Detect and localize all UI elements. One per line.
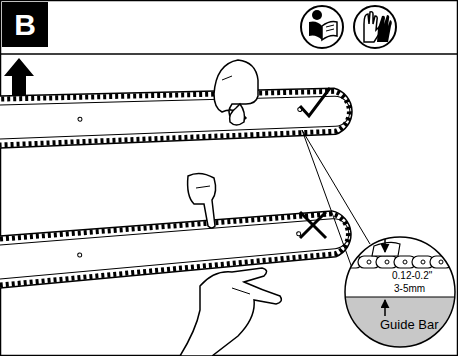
magnify-leader: [302, 130, 352, 268]
glove-hand-pointing: [188, 173, 216, 228]
dimension-inch: 0.12-0.2": [392, 270, 432, 281]
read-manual-icon: [301, 6, 343, 48]
wrong-cross: [300, 212, 326, 238]
panel-letter-text: B: [14, 8, 36, 41]
correct-check: [300, 88, 330, 116]
guide-bar-correct: [0, 84, 353, 149]
guide-bar-wrong: [0, 205, 353, 288]
dimension-mm: 3-5mm: [394, 283, 425, 294]
glove-hand-lifting: [214, 60, 258, 125]
lift-arrow: [4, 58, 34, 98]
gloves-icon: [354, 6, 396, 48]
panel-letter: B: [2, 2, 48, 47]
glove-hand-holding: [180, 268, 281, 356]
header-rule: [0, 53, 458, 55]
magnify-leader: [302, 130, 370, 244]
chain-detail-magnifier: [340, 236, 458, 356]
part-name: Guide Bar: [380, 318, 439, 332]
